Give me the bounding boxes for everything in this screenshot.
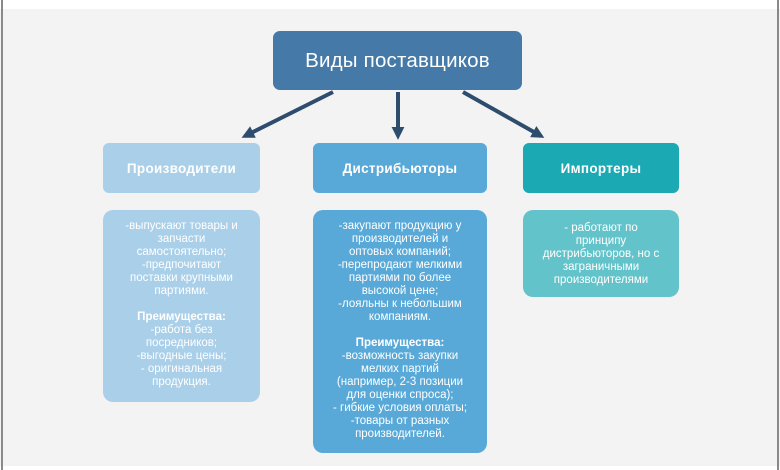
body-text-line: производителей и [351,233,449,245]
body-text-line: - оригинальная [140,363,223,375]
body-text-line: -товары от разных [350,415,450,427]
body-text-line: -выгодные цены; [136,350,227,362]
body-text-line: -работа без [150,324,213,336]
body-text-line: Преимущества: [355,337,445,349]
right-edge-line [777,0,779,470]
body-text-line: компаниям. [368,311,432,323]
column-header-manufacturers: Производители [103,143,260,193]
root-node-label: Виды поставщиков [305,48,490,72]
body-text-line: продукция. [152,376,211,388]
body-text-line: -перепродают мелкими [337,259,463,271]
body-text-line: высокой цене; [361,285,439,297]
body-text-line: -предпочитают [141,259,222,271]
body-text-line: партиями. [154,285,209,297]
body-text-line: самостоятельно; [136,246,227,258]
body-text-line: -лояльны к небольшим [338,298,462,310]
body-text-line: для оценки спроса); [346,389,454,401]
body-text-line: -выпускают товары и [125,220,238,232]
column-header-label: Импортеры [560,160,642,176]
column-header-label: Дистрибьюторы [342,160,458,176]
body-text-line: -возможность закупки [341,350,459,362]
body-text-line: - работают по [564,222,638,234]
body-text-line: запчасти [157,233,206,245]
body-text-line: посредников; [145,337,218,349]
body-text-line: - гибкие условия оплаты; [332,402,468,414]
body-text-line: партиями по более [348,272,452,284]
body-text-line: заграничными [562,261,640,273]
body-text-line: производителями [553,274,649,286]
root-node-title: Виды поставщиков [273,31,522,90]
body-text-line: производителей. [355,428,445,440]
body-text-line: -закупают продукцию у [338,220,462,232]
column-header-importers: Импортеры [523,143,679,193]
body-text-line: Преимущества: [137,311,226,323]
left-edge-line [1,0,3,470]
body-text-line: (например, 2-3 позиции [336,376,464,388]
body-text-line: дистрибьюторов, но с [542,248,660,260]
body-text-line: поставки крупными [130,272,233,284]
body-text-line: оптовых компаний; [349,246,451,258]
body-text-line: мелких партий [361,363,439,375]
body-text-line: принципу [575,235,627,247]
column-header-distributors: Дистрибьюторы [313,143,487,193]
column-header-label: Производители [126,160,237,176]
